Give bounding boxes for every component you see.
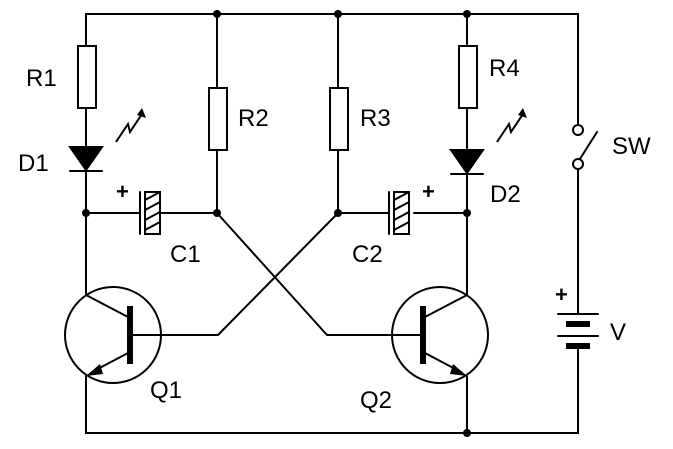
q2-transistor (391, 212, 489, 434)
led-light-emission-icon (115, 108, 146, 143)
q2-label: Q2 (360, 387, 392, 414)
q1-label: Q1 (150, 377, 182, 404)
v-label: V (610, 319, 626, 346)
c1-capacitor (85, 191, 218, 235)
c2-plus-sign: + (422, 179, 435, 204)
c2-label: C2 (352, 241, 383, 268)
c1-label: C1 (170, 241, 201, 268)
r4-resistor (458, 13, 478, 151)
battery-icon (557, 313, 599, 434)
c1-plus-sign: + (116, 179, 129, 204)
junction-dot (463, 429, 471, 437)
r2-label: R2 (238, 105, 269, 132)
r1-label: R1 (26, 65, 57, 92)
cross-wire-c1-to-q2-base (216, 212, 393, 336)
d1-label: D1 (18, 150, 49, 177)
d1-led (68, 146, 104, 214)
q1-transistor (64, 212, 162, 434)
switch-icon (572, 13, 598, 315)
battery-plus-sign: + (555, 282, 568, 307)
c2-capacitor (337, 191, 468, 235)
r4-label: R4 (489, 55, 520, 82)
r3-label: R3 (360, 105, 391, 132)
cross-wire-c2-to-q1-base (159, 212, 339, 336)
led-light-emission-icon (496, 108, 527, 143)
sw-label: SW (612, 133, 651, 160)
r1-resistor (77, 13, 97, 148)
r2-resistor (208, 13, 228, 214)
d2-label: D2 (490, 181, 521, 208)
r3-resistor (329, 13, 349, 214)
d2-led (449, 149, 485, 214)
